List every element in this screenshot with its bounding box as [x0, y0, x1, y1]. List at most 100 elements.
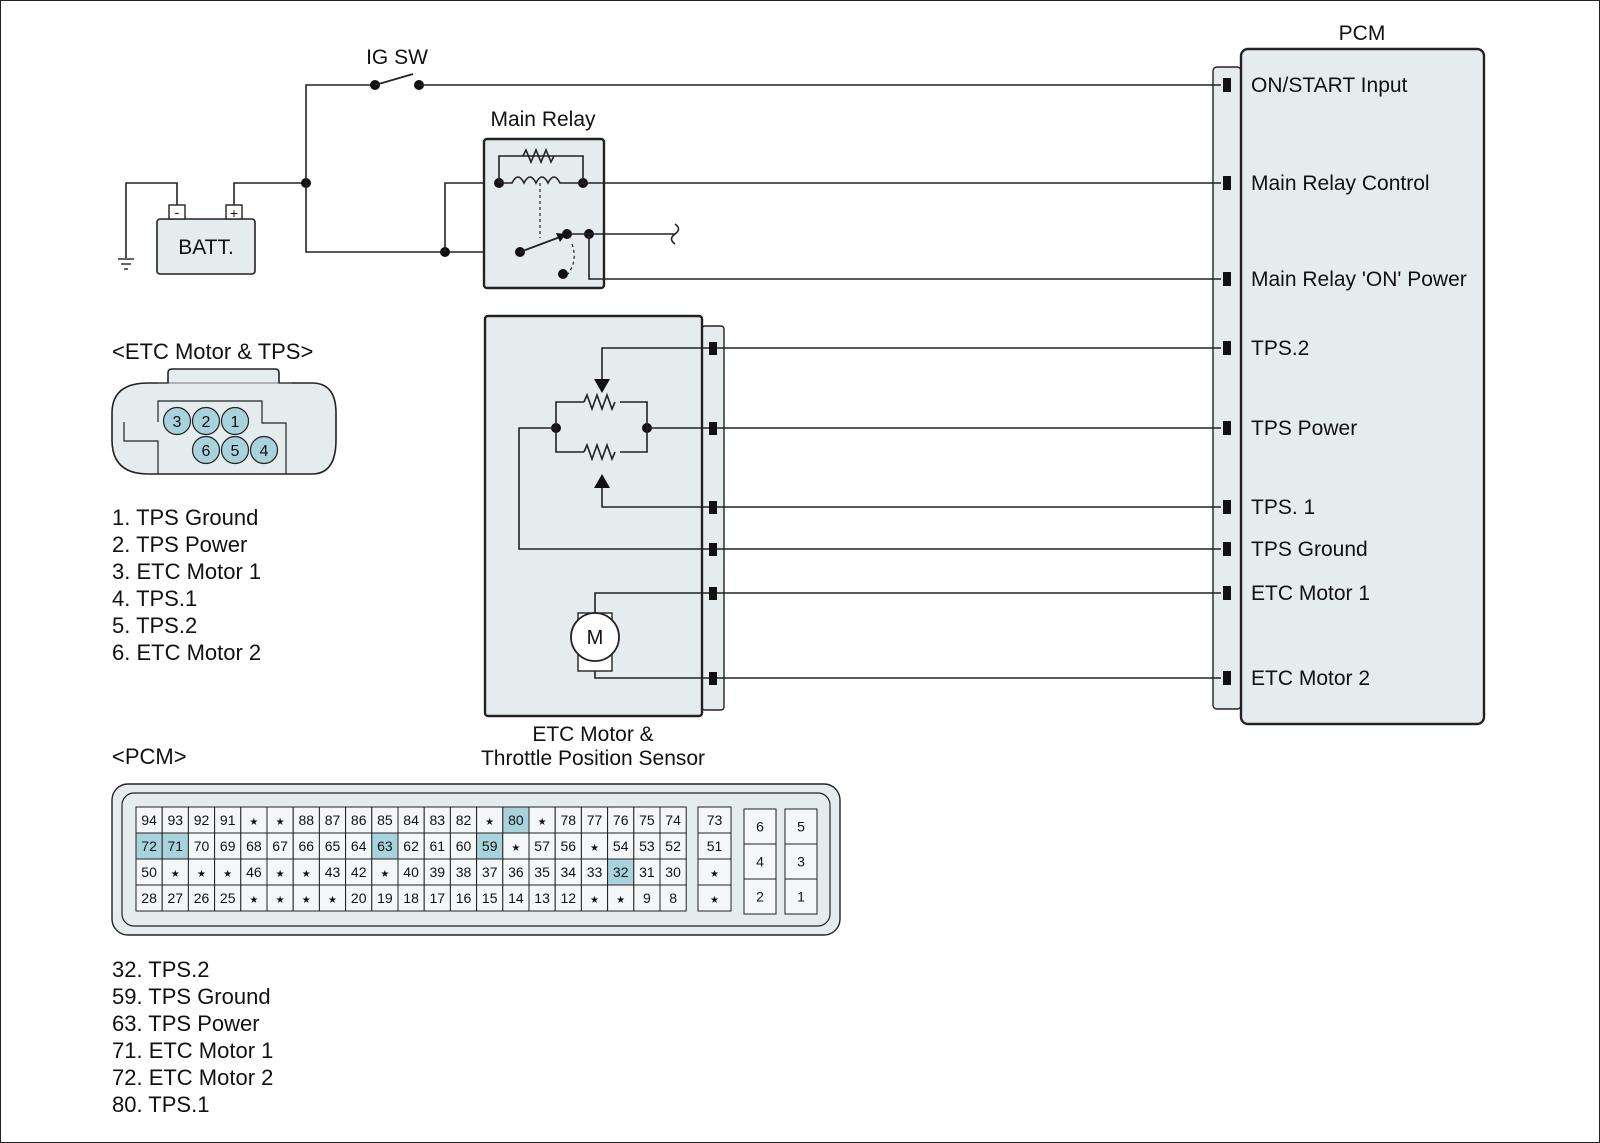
etc-pin — [220, 406, 250, 436]
pcm-pin-cell — [784, 878, 818, 915]
pcm-pin-label: ⋆ — [248, 889, 261, 911]
pcm-pin-label: 77 — [587, 812, 603, 828]
relay-on-power-wire — [588, 234, 1221, 280]
pcm-pin-cell — [423, 884, 451, 912]
pcm-pin-cell — [318, 832, 347, 860]
legend-item: 72. ETC Motor 2 — [112, 1065, 274, 1090]
pcm-pin-cell — [135, 858, 163, 886]
pcm-pin-label: 37 — [482, 864, 498, 880]
pcm-pin-label: ⋆ — [221, 863, 234, 885]
pcm-pin-label: 39 — [430, 864, 446, 880]
battery-label: BATT. — [178, 236, 234, 259]
pcm-terminal-label: ETC Motor 1 — [1251, 582, 1370, 605]
pcm-pin-cell — [633, 858, 661, 886]
pcm-pin-cell — [214, 884, 242, 912]
etc-pin — [249, 435, 279, 465]
etc-pin-label: 6 — [202, 443, 211, 460]
battery-minus-label: - — [175, 204, 180, 220]
sensor-connector-strip — [701, 325, 725, 711]
pcm-pin-cell — [528, 884, 556, 912]
pcm-pin-label: 73 — [707, 812, 723, 828]
pcm-pin-cell — [423, 806, 451, 834]
ig-switch — [370, 73, 424, 90]
pcm-pin-label: 92 — [194, 812, 210, 828]
etc-pin — [191, 435, 221, 465]
wire-break-icon — [670, 223, 680, 245]
pcm-pin-label: 67 — [272, 838, 288, 854]
ig-supply-wire — [305, 84, 375, 183]
pcm-pin-label: 91 — [220, 812, 236, 828]
pcm-pin-label: 42 — [351, 864, 367, 880]
battery-plus-label: + — [230, 205, 238, 221]
pcm-pin-label: 65 — [325, 838, 341, 854]
ground-wire — [125, 182, 178, 258]
pcm-pin-label: 16 — [456, 890, 472, 906]
pcm-pin-cell — [187, 832, 216, 860]
pcm-pin-label: 38 — [456, 864, 472, 880]
pcm-pin-marker — [1223, 586, 1231, 600]
etc-pin-label: 1 — [231, 414, 240, 431]
pcm-pin-label: 12 — [561, 890, 577, 906]
pcm-pin-label: 32 — [613, 864, 629, 880]
pcm-pin-cell — [554, 832, 582, 860]
pcm-pin-cell — [607, 858, 635, 886]
battery-positive-wire — [233, 182, 306, 205]
pcm-pin-cell — [135, 832, 163, 860]
etc-motor: M — [570, 612, 620, 672]
pcm-pin-label: ⋆ — [326, 889, 339, 911]
legend-item: 63. TPS Power — [112, 1011, 260, 1036]
pcm-pin-label: ⋆ — [274, 811, 287, 833]
pcm-pin-label: 9 — [643, 890, 651, 906]
pcm-pin-label: ⋆ — [300, 889, 313, 911]
etc-pin-label: 5 — [231, 443, 240, 460]
pcm-pin-label: 93 — [168, 812, 184, 828]
pcm-pin-label: ⋆ — [169, 863, 182, 885]
pcm-pin-label: 33 — [587, 864, 603, 880]
pcm-pin-label: 86 — [351, 812, 367, 828]
pcm-connector-strip — [1212, 66, 1242, 710]
tps1-internal-wire — [601, 488, 713, 508]
pcm-pin-cell — [554, 884, 582, 912]
legend-item: 4. TPS.1 — [112, 586, 198, 611]
pcm-pin-label: 70 — [194, 838, 210, 854]
pcm-pin-label: 66 — [299, 838, 315, 854]
pcm-pin-label: 56 — [561, 838, 577, 854]
pcm-pin-marker — [1223, 671, 1231, 685]
pcm-pin-cell — [135, 806, 163, 834]
pcm-pin-marker — [1223, 341, 1231, 355]
pcm-pin-label: ⋆ — [195, 863, 208, 885]
pcm-pin-label: 36 — [508, 864, 524, 880]
pcm-pin-label: 34 — [561, 864, 577, 880]
pcm-pin-label: ⋆ — [300, 863, 313, 885]
pcm-pin-marker — [1223, 272, 1231, 286]
pcm-pin-cell — [743, 843, 777, 880]
coil-supply-wire — [444, 182, 499, 252]
pcm-pin-label: 43 — [325, 864, 341, 880]
legend-item: 1. TPS Ground — [112, 505, 259, 530]
pcm-pin-cell — [502, 806, 530, 834]
pcm-terminal-label: ON/START Input — [1251, 74, 1408, 97]
pcm-pin-marker — [1223, 421, 1231, 435]
sensor-harness — [713, 347, 1221, 679]
pcm-pin-label: ⋆ — [274, 889, 287, 911]
legend-item: 6. ETC Motor 2 — [112, 640, 262, 665]
pcm-pin-label: 71 — [168, 838, 184, 854]
pcm-pin-label: 54 — [613, 838, 629, 854]
pcm-pin-cell — [476, 832, 504, 860]
pcm-pin-label: 14 — [508, 890, 524, 906]
pcm-pin-label: 83 — [430, 812, 446, 828]
pcm-pin-label: 51 — [707, 838, 723, 854]
pcm-pin-label: 68 — [246, 838, 262, 854]
pcm-pin-label: 72 — [141, 838, 157, 854]
pcm-pin-cell — [580, 832, 609, 860]
pcm-pin-label: 35 — [534, 864, 550, 880]
pcm-pin-label: 82 — [456, 812, 472, 828]
pcm-pin-label: 27 — [168, 890, 184, 906]
pcm-pin-label: ⋆ — [248, 811, 261, 833]
pcm-pin-cell — [784, 843, 818, 880]
pcm-pin-cell — [633, 832, 661, 860]
pcm-pin-cell — [697, 832, 732, 860]
